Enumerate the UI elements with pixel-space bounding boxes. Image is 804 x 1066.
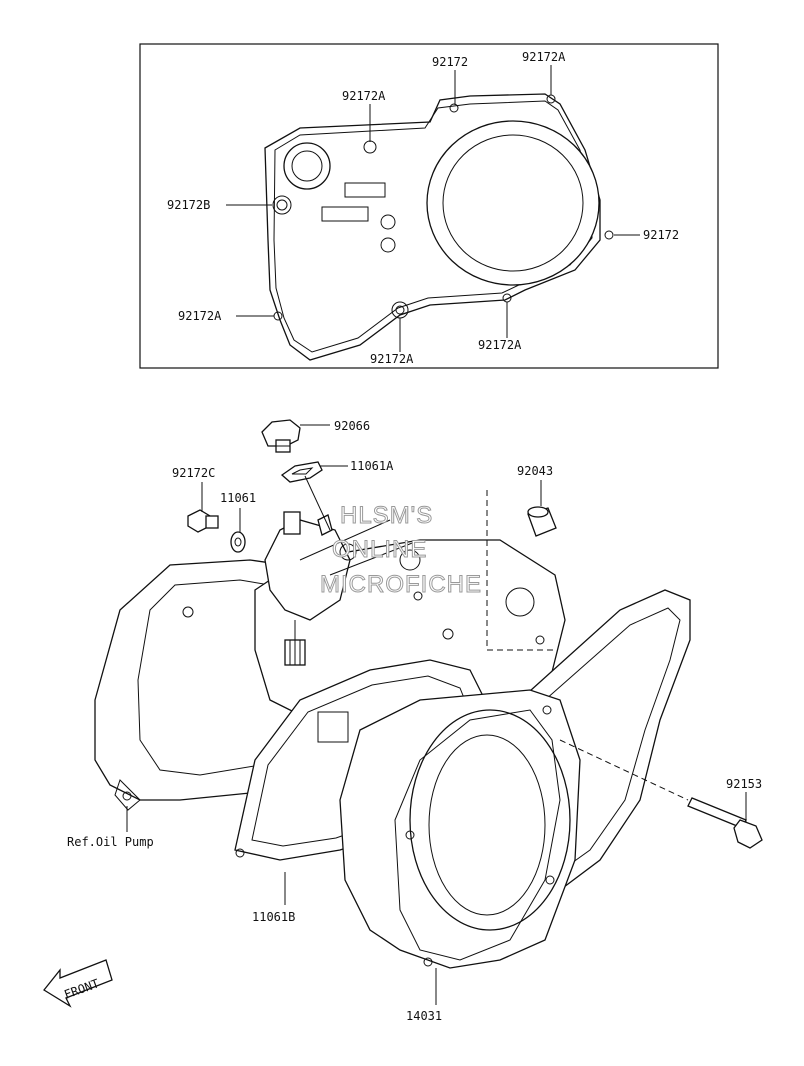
bolt-92153-part	[559, 739, 763, 849]
magneto-cover-14031-part	[339, 689, 581, 969]
label-92172A-bottom: 92172A	[370, 352, 414, 366]
watermark: HLSM'S ONLINE MICROFICHE	[320, 502, 482, 599]
label-ref-oil-pump: Ref.Oil Pump	[67, 835, 154, 849]
front-arrow: FRONT	[43, 959, 113, 1008]
watermark-line-3: MICROFICHE	[320, 571, 482, 598]
watermark-line-1: HLSM'S	[340, 502, 433, 529]
bolt-92172C-part	[187, 509, 219, 533]
label-92172A-upper: 92172A	[342, 89, 386, 103]
label-11061A: 11061A	[350, 459, 394, 473]
label-92172A-left: 92172A	[178, 309, 222, 323]
label-92172A-bottom-right: 92172A	[478, 338, 522, 352]
label-92153: 92153	[726, 777, 762, 791]
gasket-11061A-part	[280, 461, 323, 483]
label-92172-right: 92172	[643, 228, 679, 242]
inset-panel: 92172 92172A 92172A 92172B 92172 92172A …	[139, 43, 719, 369]
collar-92043-part	[527, 506, 557, 537]
label-92066: 92066	[334, 419, 370, 433]
exploded-view: 92066 11061A 92172C 11061 92043 92153 Re…	[43, 419, 763, 1023]
label-92172C: 92172C	[172, 466, 215, 480]
label-92172A-top-right: 92172A	[522, 50, 566, 64]
oil-pump-assembly	[264, 511, 421, 666]
label-92172-top: 92172	[432, 55, 468, 69]
label-11061: 11061	[220, 491, 256, 505]
main-leaders	[126, 424, 747, 1005]
cap-92066-part	[261, 419, 301, 453]
washer-11061-part	[230, 531, 246, 553]
inset-leaders	[226, 65, 640, 352]
label-11061B: 11061B	[252, 910, 295, 924]
label-92172B: 92172B	[167, 198, 210, 212]
cover-outline-drawing	[264, 93, 614, 361]
label-92043: 92043	[517, 464, 553, 478]
watermark-line-2: ONLINE	[332, 536, 427, 563]
label-14031: 14031	[406, 1009, 442, 1023]
